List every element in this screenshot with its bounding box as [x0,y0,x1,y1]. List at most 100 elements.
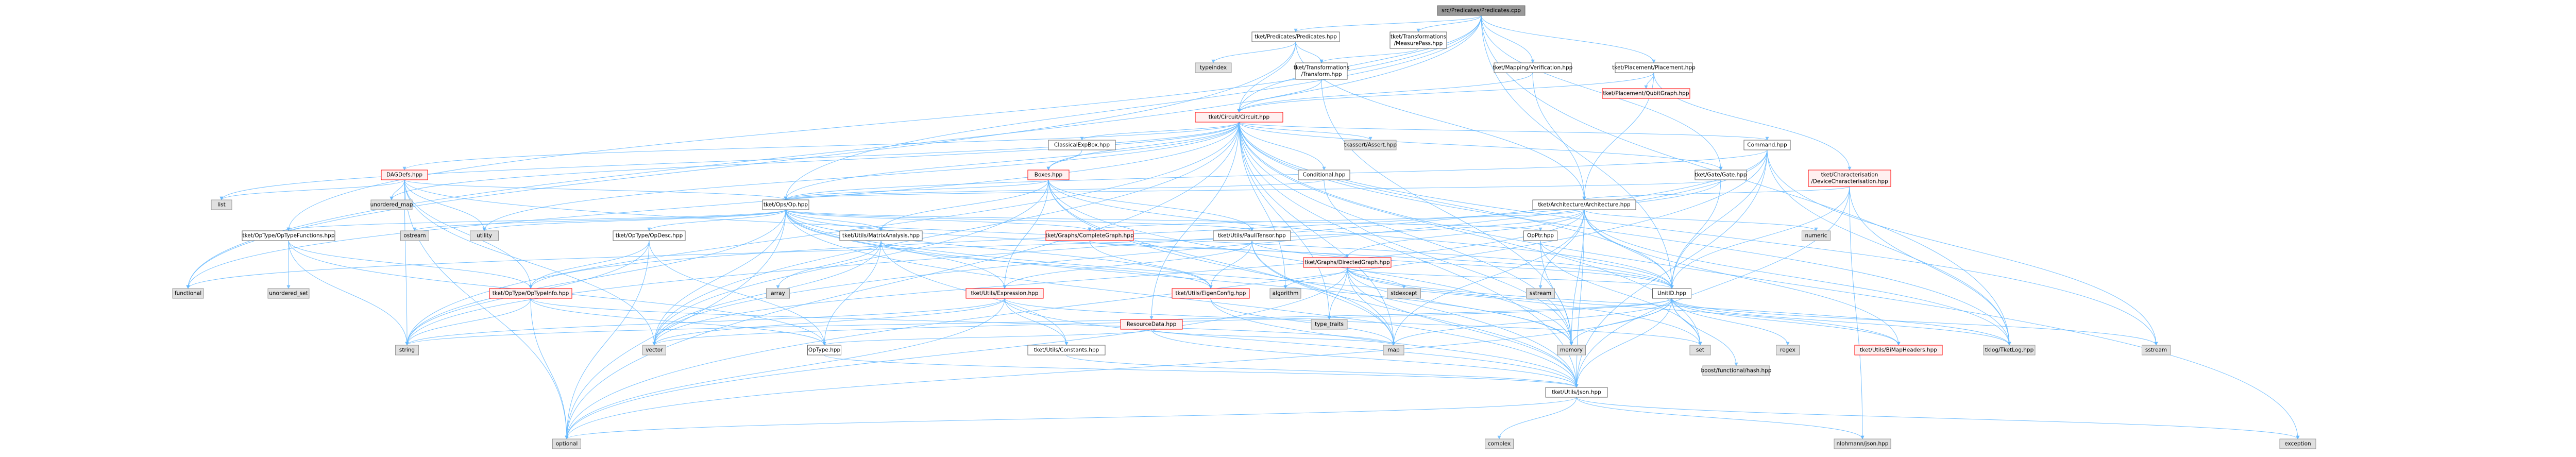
node-label: /MeasurePass.hpp [1394,41,1443,47]
edge-command-to-op [784,149,1768,200]
node-optypedesc[interactable]: tket/OpType/OpDesc.hpp [613,230,686,241]
edge-op-to-unitid [785,209,1674,289]
node-matrixanalysis[interactable]: tket/Utils/MatrixAnalysis.hpp [839,230,923,241]
edge-optypeinfo-to-string [405,298,531,346]
edge-circuit-to-vector [652,122,1240,346]
node-label: tket/Placement/QubitGraph.hpp [1603,91,1689,97]
edge-paulitensor-to-unitid [1251,240,1674,289]
node-pred_hpp[interactable]: tket/Predicates/Predicates.hpp [1251,31,1340,42]
node-unordered_set: unordered_set [267,288,310,299]
node-constants[interactable]: tket/Utils/Constants.hpp [1027,345,1106,356]
node-box [1983,345,2036,356]
edge-root-to-tklog [1481,15,2011,346]
node-box [242,230,335,241]
node-mapverif[interactable]: tket/Mapping/Verification.hpp [1493,62,1573,73]
node-conditional[interactable]: Conditional.hpp [1298,170,1350,180]
node-box [965,288,1044,299]
node-directedgraph[interactable]: tket/Graphs/DirectedGraph.hpp [1303,257,1392,268]
node-completegraph[interactable]: tket/Graphs/CompleteGraph.hpp [1045,230,1134,241]
node-label: algorithm [1273,291,1299,297]
edge-op-to-optional [565,209,786,439]
edge-root-to-unitid [1481,15,1674,289]
node-box [2142,345,2171,356]
edge-architecture-to-sstream [1538,209,1585,289]
node-box [489,288,572,299]
node-optype[interactable]: OpType.hpp [807,345,841,356]
node-architecture[interactable]: tket/Architecture/Architecture.hpp [1532,199,1636,210]
edge-circuit-to-map [1239,122,1396,346]
node-typeindex: typeindex [1195,62,1232,73]
node-tklog: tklog/TketLog.hpp [1983,345,2036,356]
node-measrw[interactable]: tket/Transformations/MeasurePass.hpp [1389,31,1447,49]
edge-directedgraph-to-optional [565,267,1348,439]
node-optypefns[interactable]: tket/OpType/OpTypeFunctions.hpp [242,230,335,241]
node-resourcedata[interactable]: ResourceData.hpp [1120,319,1183,330]
node-box [1689,345,1711,356]
edge-root-to-gate [1481,15,1723,171]
node-devchar[interactable]: tket/Characterisation/DeviceCharacterisa… [1808,170,1891,187]
node-transform[interactable]: tket/Transformations/Transform.hpp [1294,62,1349,80]
edge-circuit-to-algorithm [1239,122,1287,289]
node-bitmap[interactable]: tket/Utils/BiMapHeaders.hpp [1854,345,1943,356]
node-label: tket/Mapping/Verification.hpp [1493,65,1573,71]
edge-opptr-to-unitid [1540,240,1674,289]
edge-architecture-to-tklog [1584,209,2011,346]
node-placement[interactable]: tket/Placement/Placement.hpp [1612,62,1696,73]
node-command[interactable]: Command.hpp [1743,140,1791,150]
node-box [1344,140,1397,150]
edge-circuit-to-list [219,122,1240,200]
node-box [1494,62,1572,73]
edge-root-to-mapverif [1481,15,1535,63]
edge-circuit-to-utility [482,122,1240,231]
node-boxes[interactable]: Boxes.hpp [1027,170,1070,180]
node-expression[interactable]: tket/Utils/Expression.hpp [965,288,1044,299]
node-label: ClassicalExpBox.hpp [1054,142,1110,148]
node-unitid[interactable]: UnitID.hpp [1652,288,1691,299]
edge-op-to-matrixanalysis [785,209,883,231]
edge-op-to-eigenconfig [785,209,1213,289]
node-opptr[interactable]: OpPtr.hpp [1523,230,1557,241]
edge-devchar-to-architecture [1582,186,1850,200]
edge-command-to-tklog [1767,149,2011,346]
node-eigenconfig[interactable]: tket/Utils/EigenConfig.hpp [1172,288,1250,299]
node-box [1172,288,1250,299]
edge-optypedesc-to-optional [565,240,650,439]
node-circuit[interactable]: tket/Circuit/Circuit.hpp [1195,112,1283,123]
node-box [1652,288,1691,299]
edge-optypeinfo-to-optional [530,298,569,439]
edge-devchar-to-json [1574,186,1850,388]
edge-boxes-to-expression [1003,179,1049,289]
edge-pred_hpp-to-typeindex [1211,41,1296,63]
node-qubitgraph[interactable]: tket/Placement/QubitGraph.hpp [1602,88,1690,99]
node-label: tket/Predicates/Predicates.hpp [1255,34,1337,40]
edge-paulitensor-to-map [1251,240,1396,346]
edge-optypeinfo-to-map [530,298,1396,346]
node-paulitensor[interactable]: tket/Utils/PauliTensor.hpp [1213,230,1291,241]
edge-command-to-sstream2 [1767,149,2158,346]
node-label: tkassert/Assert.hpp [1344,142,1397,148]
node-optypeinfo[interactable]: tket/OpType/OpTypeInfo.hpp [489,288,572,299]
edge-circuit-to-functional [186,122,1240,289]
node-root[interactable]: src/Predicates/Predicates.cpp [1437,5,1526,16]
edge-optypeinfo-to-optype [530,298,826,346]
node-op[interactable]: tket/Ops/Op.hpp [762,199,809,210]
node-classicalexp[interactable]: ClassicalExpBox.hpp [1048,140,1116,150]
node-dagdefs[interactable]: DAGDefs.hpp [381,170,428,180]
edge-unitid-to-bitmap [1671,298,1901,346]
edge-circuit-to-gate [1239,122,1723,171]
node-box [1694,170,1747,180]
edge-classicalexp-to-boxes [1046,149,1082,171]
edge-opptr-to-set [1540,240,1702,346]
node-label: src/Predicates/Predicates.cpp [1442,8,1521,14]
edge-dagdefs-to-unitid [404,179,1674,289]
node-gate[interactable]: tket/Gate/Gate.hpp [1694,170,1747,180]
node-json[interactable]: tket/Utils/Json.hpp [1545,387,1608,398]
node-algorithm: algorithm [1269,288,1301,299]
edge-placement-to-devchar [1653,72,1852,171]
node-box [395,345,419,356]
node-label: regex [1780,347,1795,353]
node-box [1269,288,1301,299]
node-box [1743,140,1791,150]
edge-boxes-to-matrixanalysis [879,179,1049,231]
